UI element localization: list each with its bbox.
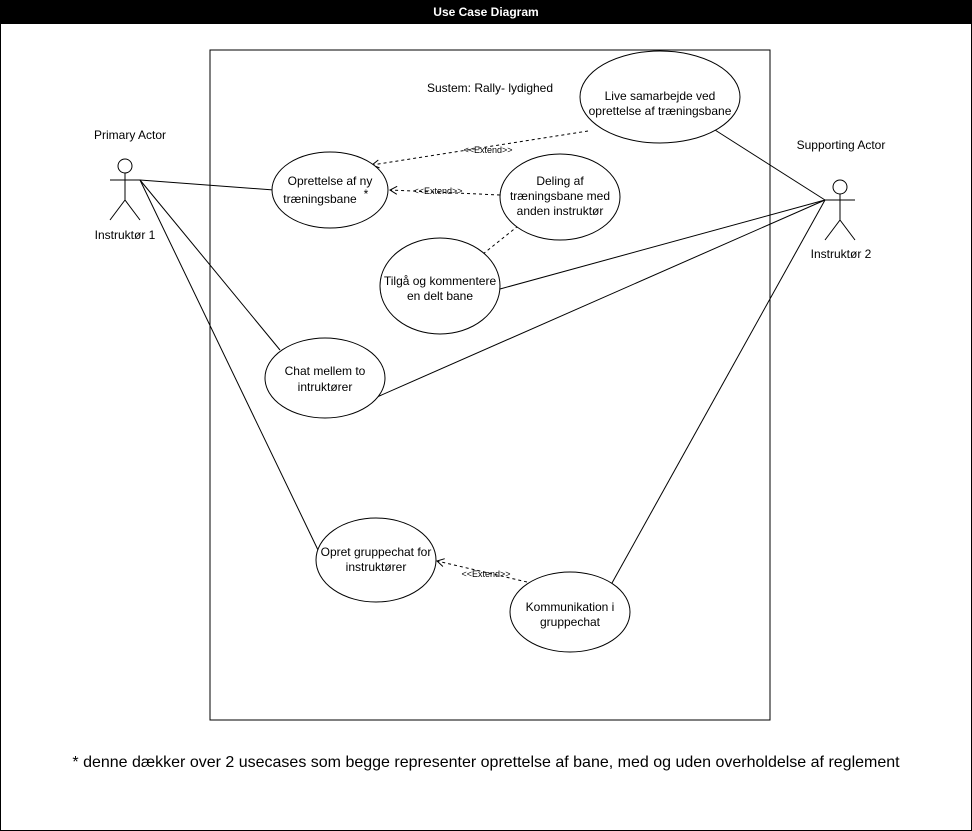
use-case-label: Chat mellem to — [285, 364, 366, 378]
actor-name-primary: Instruktør 1 — [95, 228, 156, 242]
actor-role-primary: Primary Actor — [94, 128, 166, 142]
actor-leg-left — [824, 219, 841, 241]
assoc-instruktor1-oprettelse — [139, 179, 275, 191]
include-tilgaa-to-deling — [482, 225, 519, 255]
use-case-kommunikation[interactable]: Kommunikation i gruppechat — [509, 571, 631, 653]
assoc-instruktor2-chat — [351, 199, 826, 409]
use-case-chat[interactable]: Chat mellem to intruktører — [264, 337, 386, 419]
use-case-label: instruktører — [346, 560, 407, 574]
extend-relationships — [371, 130, 589, 583]
use-case-label: Opret gruppechat for — [321, 545, 432, 559]
assoc-instruktor2-tilgaa — [499, 199, 826, 290]
use-case-ellipse — [271, 151, 389, 229]
use-case-gruppechat[interactable]: Opret gruppechat for instruktører — [315, 517, 437, 603]
use-case-deling[interactable]: Deling af træningsbane med anden instruk… — [499, 153, 621, 241]
use-case-oprettelse[interactable]: Oprettelse af ny træningsbane * — [271, 151, 389, 229]
use-case-ellipse — [579, 50, 741, 144]
footnote: * denne dækker over 2 usecases som begge… — [72, 754, 900, 771]
use-case-ellipse — [315, 517, 437, 603]
diagram-title: Use Case Diagram — [0, 0, 972, 24]
use-case-ellipse — [264, 337, 386, 419]
extend-live-to-oprettelse — [371, 130, 589, 169]
actor-head-icon — [117, 158, 133, 174]
assoc-instruktor1-gruppechat — [139, 179, 319, 551]
use-case-label: Oprettelse af ny — [288, 174, 373, 188]
actor-leg-right — [839, 219, 856, 241]
extend-label-live: <<Extend>> — [463, 145, 512, 155]
extend-label-kommunikation: <<Extend>> — [461, 569, 510, 579]
use-case-label: Tilgå og kommentere — [384, 274, 497, 288]
use-case-tilgaa[interactable]: Tilgå og kommentere en delt bane — [379, 237, 501, 335]
use-case-label: oprettelse af træningsbane — [589, 104, 732, 118]
use-case-label: træningsbane med — [510, 189, 610, 203]
assoc-instruktor2-kommunikation — [611, 199, 826, 584]
use-case-label: træningsbane — [283, 192, 357, 206]
system-label: Sustem: Rally- lydighed — [427, 81, 553, 95]
use-case-ellipse — [509, 571, 631, 653]
use-case-label: intruktører — [298, 380, 353, 394]
assoc-instruktor1-chat — [139, 179, 281, 351]
use-case-label: en delt bane — [407, 289, 473, 303]
actor-leg-left — [109, 199, 126, 221]
asterisk-mark: * — [364, 187, 369, 201]
use-case-label: Deling af — [536, 174, 584, 188]
use-case-ellipse — [499, 153, 621, 241]
extend-deling-to-oprettelse — [388, 185, 501, 196]
actor-instruktor-2[interactable] — [824, 179, 856, 241]
actor-head-icon — [832, 179, 848, 195]
associations — [139, 129, 826, 584]
actor-leg-right — [124, 199, 141, 221]
use-case-label: Live samarbejde ved — [605, 89, 716, 103]
use-case-label: anden instruktør — [517, 204, 604, 218]
use-case-live[interactable]: Live samarbejde ved oprettelse af trænin… — [579, 50, 741, 144]
use-case-ellipse — [379, 237, 501, 335]
use-case-label: gruppechat — [540, 615, 601, 629]
system-boundary — [209, 49, 771, 721]
actor-name-supporting: Instruktør 2 — [811, 247, 872, 261]
actor-instruktor-1[interactable] — [109, 158, 141, 221]
assoc-instruktor2-live — [714, 129, 826, 201]
extend-label-deling: <<Extend>> — [413, 186, 462, 196]
actor-role-supporting: Supporting Actor — [797, 138, 886, 152]
use-case-label: Kommunikation i — [526, 600, 615, 614]
